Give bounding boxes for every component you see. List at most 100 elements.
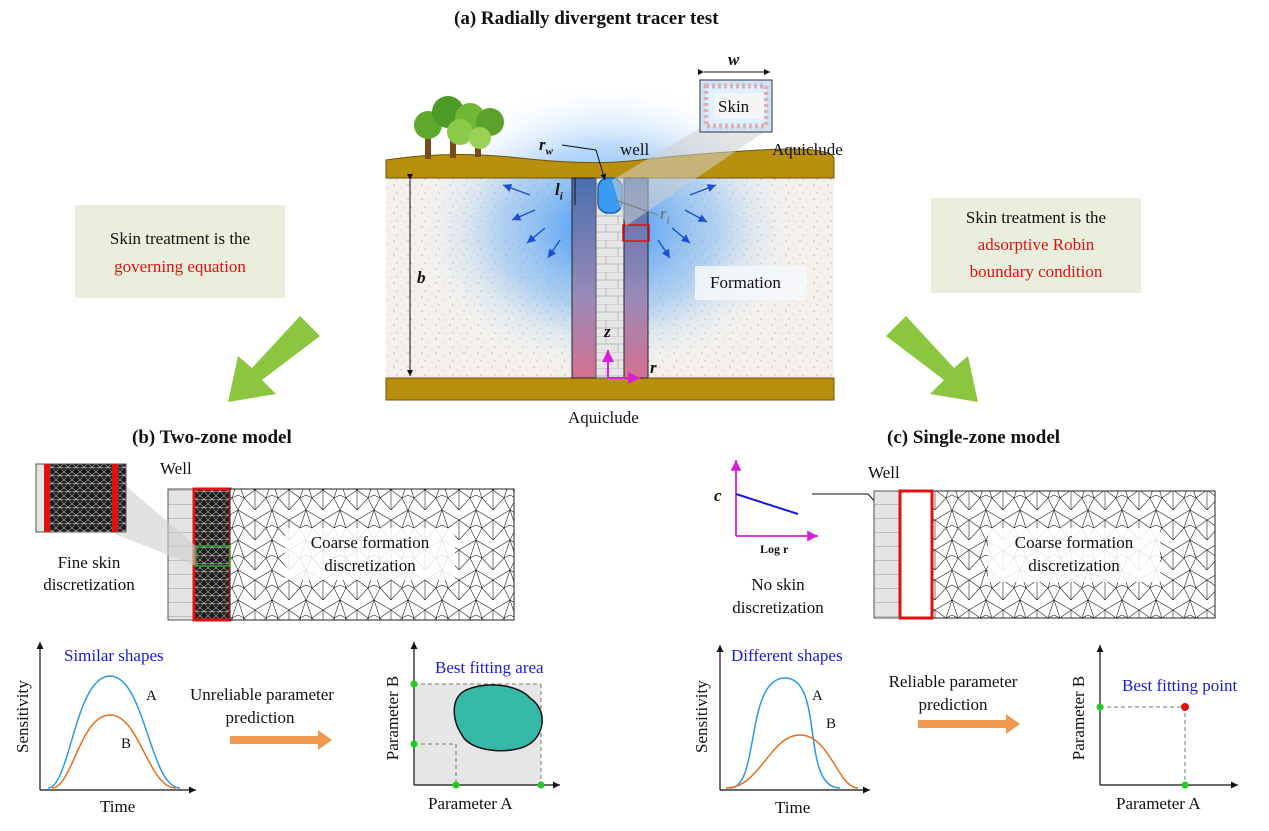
b-sens-xlabel: Time [100,797,136,816]
b-green-box [195,545,231,567]
c-param-ylabel: Parameter B [1069,675,1088,761]
c-coarse-label-bg [988,528,1160,582]
c-mini-xlabel: Log r [760,542,789,556]
c-param-title: Best fitting point [1122,676,1238,695]
c-sens-xlabel: Time [775,798,811,817]
aquiclude-top-label: Aquiclude [772,140,843,159]
green-arrow-left-icon [228,316,320,402]
b-best-area [453,684,543,752]
b-marker-x2 [537,781,545,789]
note-right: Skin treatment is the adsorptive Robin b… [931,198,1141,293]
zoom-wedge [612,128,770,226]
c-arrow-text: Reliable parameter prediction [878,670,1028,716]
zoom-box [622,224,650,242]
b-sens-title: Similar shapes [64,646,164,665]
c-skin-box [898,489,934,620]
well-pointer [595,149,607,181]
b-coarse-line1: Coarse formation [310,533,430,552]
b-zoom-wedge [105,468,196,566]
b-curve-b-label: B [121,736,132,752]
b-inset-red-left [44,464,50,532]
note-right-line2: adsorptive Robin [977,235,1095,254]
c-marker-y [1096,703,1104,711]
b-marker-y1 [410,680,418,688]
ri-label: ri [660,204,670,227]
well-label: well [620,140,650,159]
rw-pointer [561,144,597,151]
c-curve-a [729,677,841,789]
c-sens-title: Different shapes [731,646,843,665]
c-param-guides [1100,706,1186,785]
panel-a-title: (a) Radially divergent tracer test [454,8,719,29]
note-left: Skin treatment is the governing equation [75,205,285,298]
panel-c-title: (c) Single-zone model [887,427,1061,448]
b-param-xlabel: Parameter A [428,794,513,813]
green-arrow-right-icon [886,316,978,402]
b-curve-b [51,714,177,789]
c-best-point [1181,703,1189,711]
b-fine-skin-line1: Fine skin [57,553,121,572]
c-arrow-text-line1: Reliable parameter [888,672,1018,691]
b-marker-x1 [452,781,460,789]
c-well-wall [873,490,901,619]
formation-label-bg [695,266,807,300]
b-arrow-text-line1: Unreliable parameter [190,685,334,704]
note-right-line1: Skin treatment is the [965,208,1107,227]
skin-inset [699,79,773,133]
b-curve-a [47,675,181,789]
b-label: b [417,268,426,287]
b-arrow-text-line2: prediction [225,708,295,727]
note-left-line1: Skin treatment is the [109,229,251,248]
b-marker-y2 [410,740,418,748]
note-right-line3: boundary condition [969,262,1103,281]
b-coarse-line2: discretization [324,556,416,575]
c-no-skin-label: No skin discretization [718,573,838,619]
z-label: z [604,322,611,341]
b-fine-skin-label: Fine skin discretization [34,552,144,596]
b-inset-red-right [112,464,118,532]
c-curve-b-label: B [826,716,837,732]
formation-label: Formation [710,273,781,292]
aquiclude-bottom-label: Aquiclude [568,408,639,427]
b-fine-inset [35,463,127,533]
c-curve-b [725,734,859,789]
c-orange-arrow-icon [918,714,1020,734]
skin-zone-left [571,177,597,379]
li-label: li [555,180,563,203]
panel-c-well-label: Well [868,463,900,482]
panel-b-title: (b) Two-zone model [132,427,292,448]
c-no-skin-line1: No skin [751,575,805,594]
c-marker-x [1181,781,1189,789]
c-param-xlabel: Parameter A [1116,794,1201,813]
b-orange-arrow-icon [230,730,332,750]
c-mini-line [735,493,799,515]
trees-icon [414,96,504,159]
r-label: r [650,358,657,377]
skin-label: Skin [718,97,750,116]
b-param-guides [414,683,542,785]
b-param-title: Best fitting area [435,658,544,677]
rw-label: rw [539,135,553,158]
w-label: w [728,50,740,69]
c-curve-a-label: A [812,688,823,704]
c-arrow-text-line2: prediction [918,695,988,714]
b-coarse-label: Coarse formation discretization [285,531,455,577]
c-no-skin-line2: discretization [732,598,824,617]
b-arrow-text: Unreliable parameter prediction [190,683,334,729]
ri-pointer [614,199,659,216]
note-left-line2: governing equation [114,257,246,276]
flow-arrows [502,183,717,259]
b-fine-skin-line2: discretization [43,575,135,594]
c-coarse-line2: discretization [1028,556,1120,575]
c-coarse-label: Coarse formation discretization [988,531,1160,577]
b-fine-skin-mesh [194,489,230,620]
c-mini-ylabel: c [714,486,722,505]
